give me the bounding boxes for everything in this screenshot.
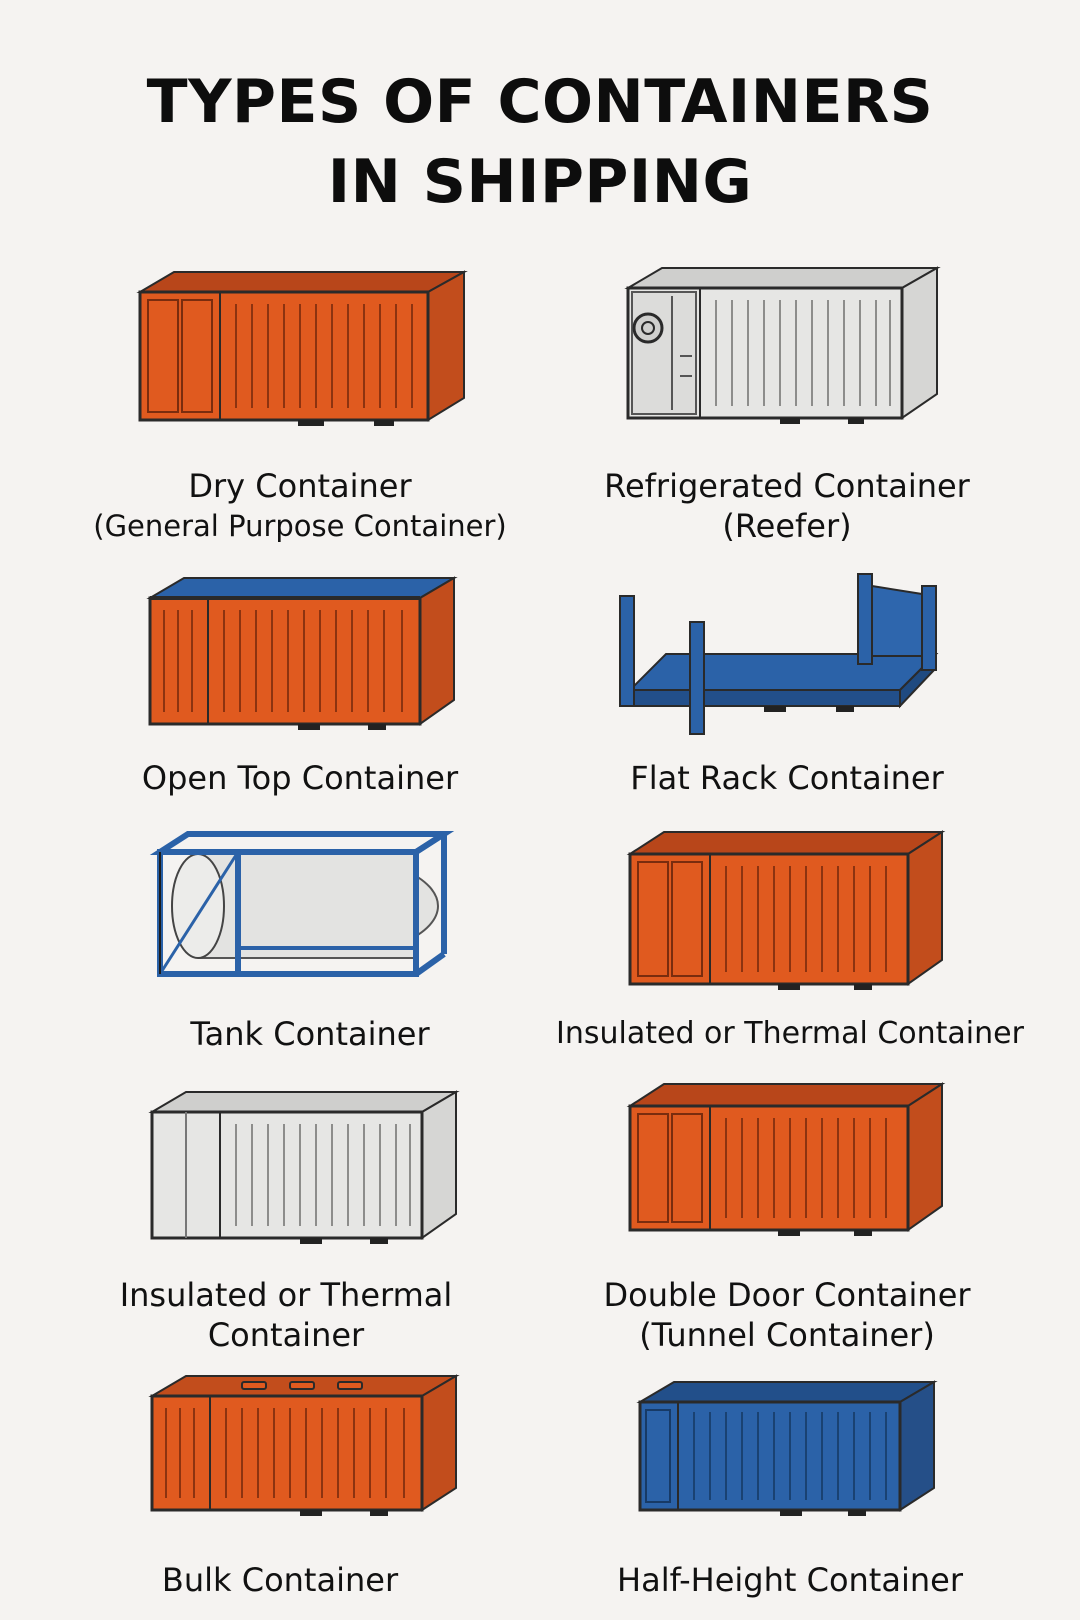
container-label: Refrigerated Container (Reefer) xyxy=(527,466,1047,546)
container-name: Insulated or Thermal xyxy=(119,1276,453,1314)
flat-rack-container-icon xyxy=(618,572,943,737)
tank-container-icon xyxy=(149,830,455,980)
container-name: Half-Height Container xyxy=(617,1561,963,1599)
container-label: Flat Rack Container xyxy=(527,758,1047,798)
container-label: Insulated or Thermal Container xyxy=(26,1275,546,1355)
insulated-container-orange-icon xyxy=(626,830,946,1010)
container-name: Open Top Container xyxy=(141,759,459,797)
container-name: Insulated or Thermal Container xyxy=(556,1016,1024,1051)
container-name: Dry Container xyxy=(188,467,412,505)
container-subtitle: Container xyxy=(207,1316,365,1354)
container-name: Refrigerated Container xyxy=(604,467,970,505)
title-line-1: TYPES OF CONTAINERS xyxy=(146,67,934,137)
container-label: Bulk Container xyxy=(20,1560,540,1600)
title-line-2: IN SHIPPING xyxy=(327,147,753,217)
container-label: Tank Container xyxy=(50,1014,570,1054)
container-label: Dry Container (General Purpose Container… xyxy=(40,466,560,546)
container-name: Tank Container xyxy=(190,1015,430,1053)
container-label: Half-Height Container xyxy=(530,1560,1050,1600)
container-label: Double Door Container (Tunnel Container) xyxy=(527,1275,1047,1355)
dry-container-icon xyxy=(136,270,468,450)
container-subtitle: (Reefer) xyxy=(722,507,852,545)
container-name: Double Door Container xyxy=(603,1276,971,1314)
page-title: TYPES OF CONTAINERS IN SHIPPING xyxy=(0,62,1080,222)
container-label: Insulated or Thermal Container xyxy=(556,1014,1076,1054)
bulk-container-icon xyxy=(148,1374,460,1534)
container-subtitle: (Tunnel Container) xyxy=(639,1316,935,1354)
reefer-container-icon xyxy=(624,266,941,446)
container-name: Flat Rack Container xyxy=(630,759,944,797)
container-name: Bulk Container xyxy=(161,1561,399,1599)
container-label: Open Top Container xyxy=(40,758,560,798)
container-subtitle: (General Purpose Container) xyxy=(93,509,507,543)
double-door-container-icon xyxy=(626,1082,946,1252)
half-height-container-icon xyxy=(636,1380,938,1530)
open-top-container-icon xyxy=(146,576,458,751)
insulated-container-white-icon xyxy=(148,1090,460,1260)
